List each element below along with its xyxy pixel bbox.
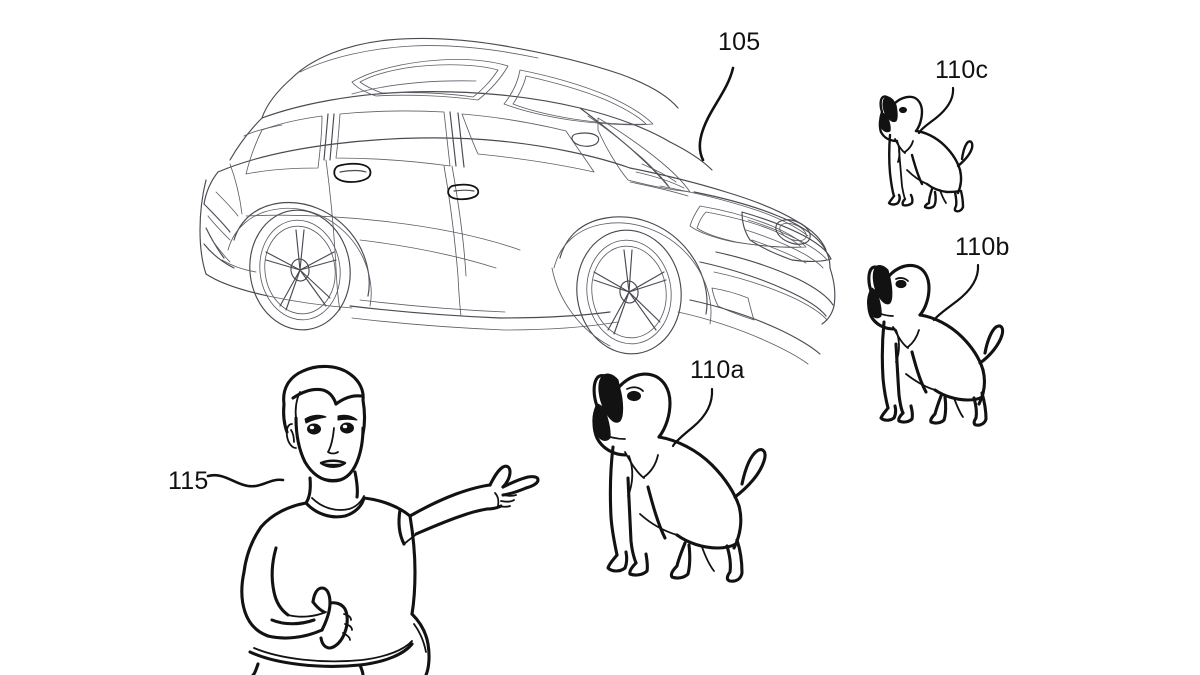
reference-label-110b: 110b xyxy=(955,233,1010,261)
reference-label-115: 115 xyxy=(168,467,208,495)
leader-line-110b xyxy=(932,263,980,322)
person-illustration xyxy=(240,364,540,675)
large-dog-illustration xyxy=(592,372,767,583)
vehicle-illustration xyxy=(199,37,836,365)
reference-label-110a: 110a xyxy=(690,356,745,384)
leader-line-110a xyxy=(671,387,714,448)
small-dog-illustration xyxy=(878,95,974,213)
medium-dog-illustration xyxy=(867,263,1005,427)
leader-line-110c xyxy=(917,86,955,135)
reference-label-105: 105 xyxy=(718,28,760,56)
reference-label-110c: 110c xyxy=(935,56,988,84)
leader-line-115 xyxy=(206,473,285,488)
leader-line-105 xyxy=(698,66,735,162)
